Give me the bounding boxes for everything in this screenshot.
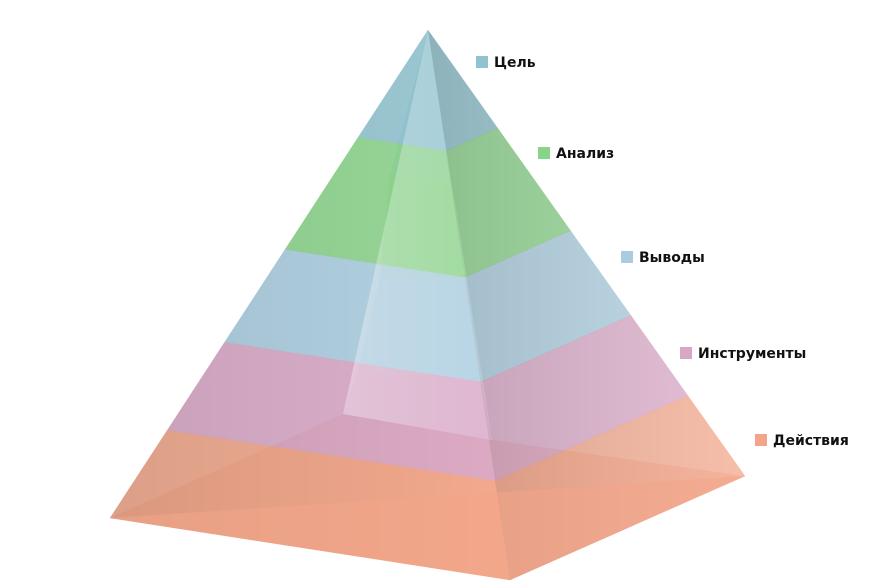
- legend-swatch-4: [680, 347, 692, 359]
- legend-swatch-1: [476, 56, 488, 68]
- pyramid-base: [110, 476, 745, 580]
- legend: Цель Анализ Выводы Инструменты Действия: [476, 55, 849, 449]
- legend-item-1: Цель: [476, 55, 536, 71]
- legend-swatch-5: [755, 434, 767, 446]
- legend-label-3: Выводы: [639, 250, 705, 266]
- legend-item-4: Инструменты: [680, 346, 806, 362]
- legend-item-2: Анализ: [538, 146, 614, 162]
- legend-label-4: Инструменты: [698, 346, 806, 362]
- legend-label-2: Анализ: [556, 146, 614, 162]
- right-face-shading: [428, 30, 745, 580]
- legend-item-3: Выводы: [621, 250, 705, 266]
- legend-label-5: Действия: [773, 433, 849, 449]
- legend-item-5: Действия: [755, 433, 849, 449]
- legend-swatch-2: [538, 147, 550, 159]
- pyramid-back-edge-highlight: [343, 30, 492, 440]
- legend-swatch-3: [621, 251, 633, 263]
- legend-label-1: Цель: [494, 55, 536, 71]
